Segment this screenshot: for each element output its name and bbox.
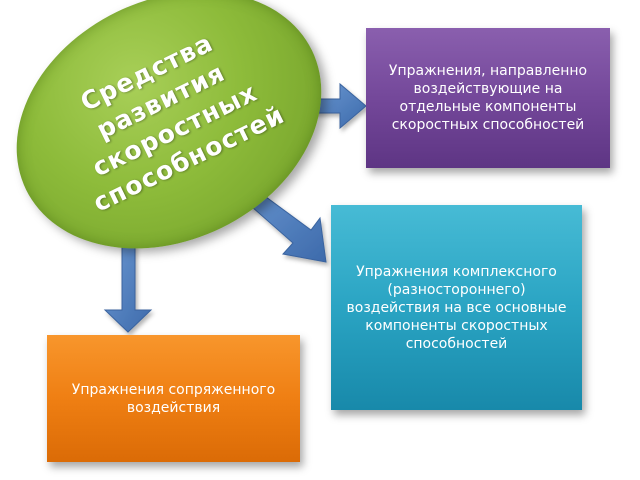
- box-complex-impact-label: Упражнения комплексного (разностороннего…: [346, 263, 567, 352]
- arrow-down: [103, 239, 153, 333]
- box-conjugate-impact: Упражнения сопряженного воздействия: [47, 335, 300, 462]
- box-separate-components-label: Упражнения, направленно воздействующие н…: [388, 63, 588, 133]
- box-separate-components: Упражнения, направленно воздействующие н…: [366, 28, 610, 168]
- box-conjugate-impact-label: Упражнения сопряженного воздействия: [71, 381, 276, 416]
- box-complex-impact: Упражнения комплексного (разностороннего…: [331, 205, 582, 410]
